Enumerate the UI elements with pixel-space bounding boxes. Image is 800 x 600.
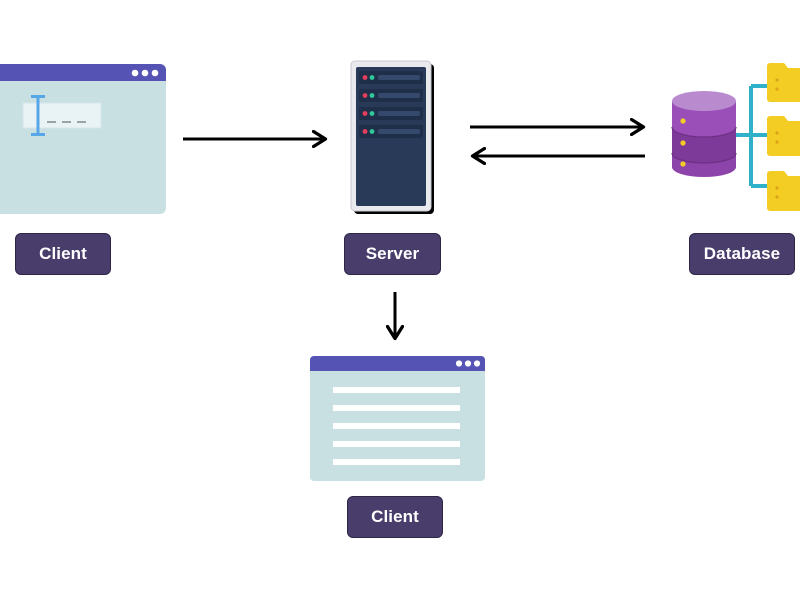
server-rack-icon (350, 60, 434, 214)
server-label: Server (344, 233, 441, 275)
client-browser-window-bottom (310, 356, 485, 481)
folder-icon (767, 171, 800, 211)
client-window-body (0, 64, 166, 214)
folder-icon (767, 116, 800, 156)
database-icon (671, 91, 737, 177)
content-text-lines (333, 387, 460, 465)
server-unit (359, 71, 423, 84)
client-browser-window-top (0, 64, 166, 214)
server-unit (359, 89, 423, 102)
database-label: Database (689, 233, 795, 275)
text-input-box (22, 102, 102, 129)
database-connectors (736, 84, 768, 188)
client-window-titlebar (310, 356, 485, 371)
folder-icon (767, 63, 800, 102)
client-label-top: Client (15, 233, 111, 275)
text-cursor-icon (31, 95, 45, 136)
server-unit (359, 107, 423, 120)
server-unit (359, 125, 423, 138)
window-dots-icon (455, 360, 481, 367)
window-dots-icon (131, 69, 159, 77)
client-window-titlebar (0, 64, 166, 81)
client-label-bottom: Client (347, 496, 443, 538)
